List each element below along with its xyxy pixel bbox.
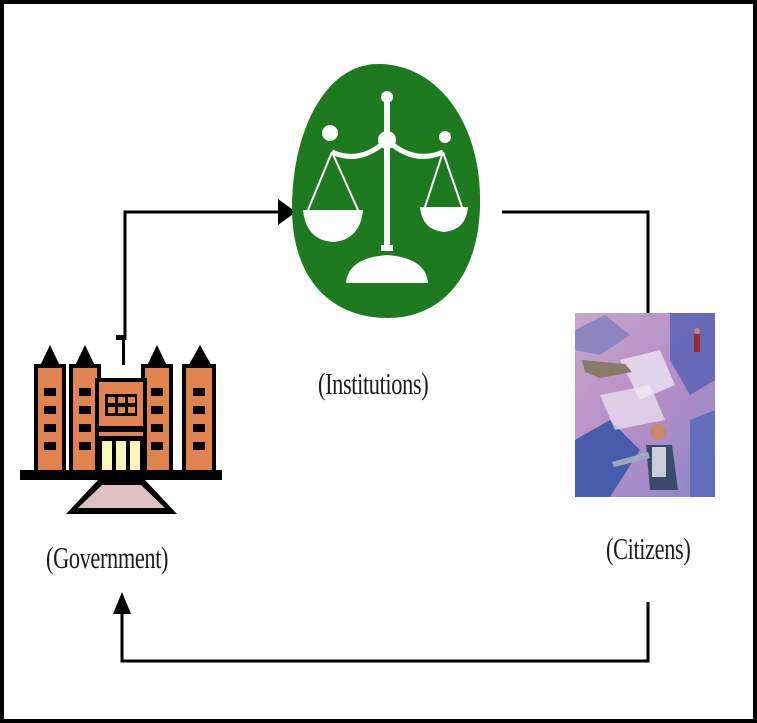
scales-of-justice-icon xyxy=(292,64,481,318)
arrow-government-to-institutions xyxy=(123,199,296,340)
citizens-label: (Citizens) xyxy=(606,531,691,566)
citizens-painting-icon xyxy=(575,313,715,497)
government-building-icon xyxy=(20,335,222,514)
government-label: (Government) xyxy=(46,540,169,575)
arrow-citizens-to-government xyxy=(113,592,650,663)
institutions-label: (Institutions) xyxy=(318,366,429,401)
